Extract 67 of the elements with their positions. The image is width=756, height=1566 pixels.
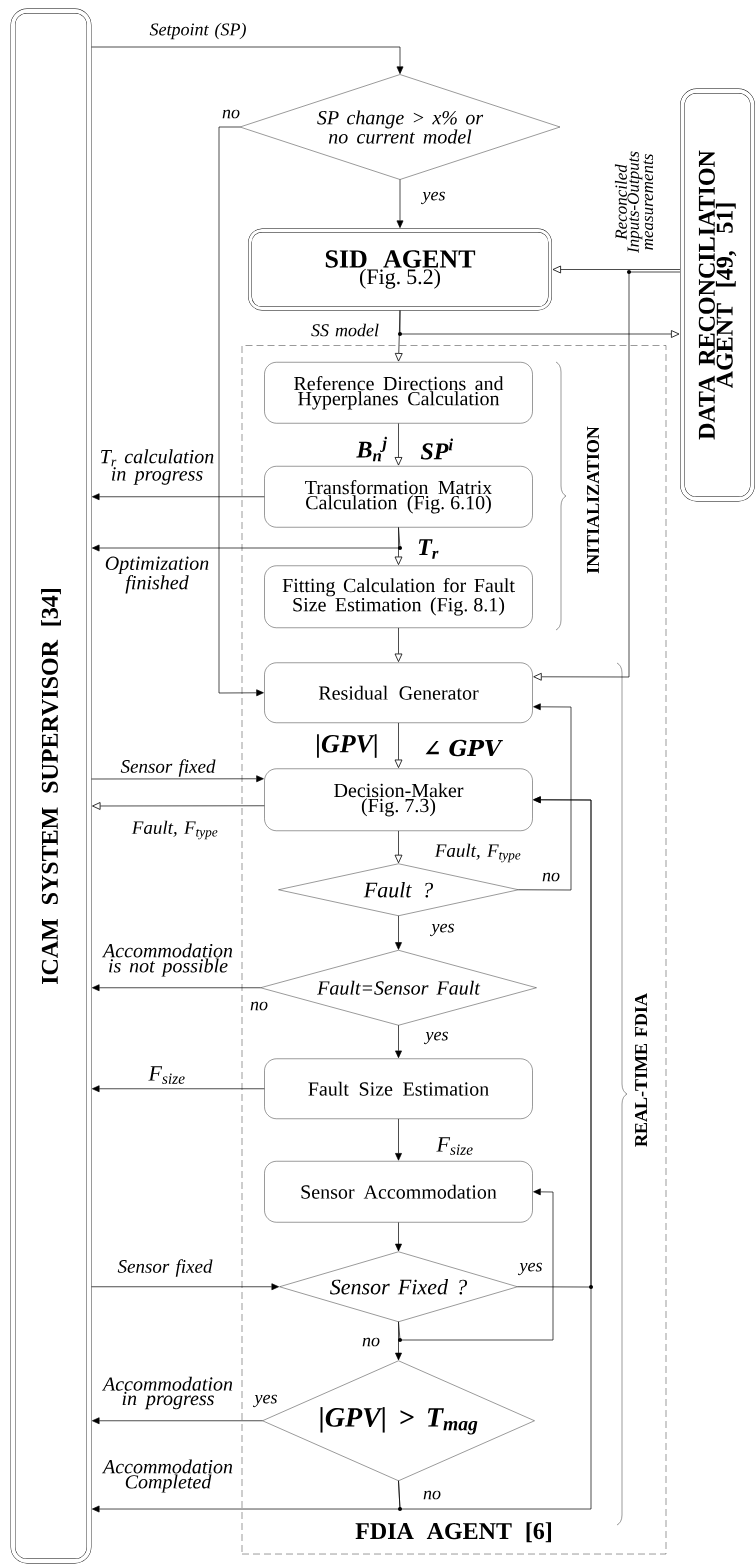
arrow (395, 915, 402, 950)
branch-label: no (423, 1490, 441, 1500)
edge-label: B$_{n}$j (356, 436, 388, 462)
section-label: REAL-TIME FDIA (635, 993, 647, 1147)
edge-label: Fault, F$_{type}$ (434, 843, 521, 863)
arrow (396, 179, 404, 228)
edge-label: Accommodation is not possible (101, 943, 233, 977)
edge-label: Setpoint (SP) (149, 22, 246, 40)
arrow (398, 796, 592, 1510)
edge-label: T$_{r}$ calculation in progress (101, 449, 214, 485)
agent-box: SID AGENT (Fig. 5.2) (248, 228, 552, 311)
arrow (394, 423, 403, 466)
arrow (552, 265, 681, 274)
math-label: SP$^{i}$ (420, 438, 453, 460)
edge-label: Sensor fixed (117, 1259, 213, 1277)
edge-label: yes (430, 923, 454, 937)
arrow (399, 310, 680, 338)
edge-label: Accommodation in progress (101, 1376, 233, 1410)
edge-label: Accommodation Completed (101, 1459, 233, 1493)
edge-label: no (222, 109, 240, 119)
edge-label: F$_{size}$ (148, 1066, 185, 1084)
edge-label: Reconciled Inputs-Outputs measurements (614, 151, 654, 254)
process-box: Sensor Accommodation (264, 1161, 533, 1223)
edge-label: |GPV| (317, 734, 377, 758)
branch-label: no (250, 1001, 268, 1011)
process-box: Fitting Calculation for Fault Size Estimation (Fig. 8.1) (264, 565, 533, 628)
arrow (533, 271, 681, 681)
arrow (92, 1085, 265, 1093)
process-box: Decision-Maker (Fig. 7.3) (264, 768, 533, 831)
process-box: Transformation Matrix Calculation (Fig. 6.10) (264, 466, 533, 528)
process-box: Fault Size Estimation (264, 1058, 533, 1119)
edge-label: Optimization finished (105, 556, 209, 594)
edge-label: SS model (311, 323, 379, 337)
agent-box: DATA RECONCILIATION AGENT [49, 51] (680, 88, 755, 502)
arrow (92, 493, 265, 501)
arrow (395, 1222, 402, 1252)
arrow (91, 775, 264, 783)
arrow (394, 627, 403, 662)
edge-label: no (362, 1337, 380, 1347)
arrow (395, 1024, 402, 1059)
edge-label: T$_{r}$ (418, 539, 439, 559)
arrow (218, 126, 264, 697)
arrow (394, 310, 403, 362)
arrow (91, 1283, 279, 1291)
arrow (92, 802, 265, 810)
edge-label: yes (421, 191, 445, 205)
arrow (395, 1118, 402, 1161)
edge-label: yes (518, 1262, 542, 1276)
edge-label: yes (424, 1031, 448, 1045)
arrow (394, 830, 403, 864)
edge-label: no (542, 872, 560, 882)
arrow (394, 722, 403, 768)
arrow (92, 527, 401, 552)
edge-label: F$_{size}$ (436, 1137, 473, 1155)
arrow (91, 46, 404, 74)
arrow (398, 1188, 554, 1341)
process-box: Reference Directions and Hyperplanes Calculation (264, 362, 533, 424)
arrow (92, 984, 261, 992)
arrow (518, 703, 572, 891)
edge-label: Fault, F$_{type}$ (131, 820, 218, 840)
process-box: Residual Generator (264, 662, 533, 723)
arrow (92, 1417, 263, 1425)
supervisor-box: ICAM SYSTEM SUPERVISOR [34] (10, 8, 92, 1564)
branch-label: yes (253, 1394, 277, 1408)
math-label: ∠ GPV (425, 739, 503, 757)
section-label: INITIALIZATION (586, 426, 600, 574)
edge-label: Sensor fixed (120, 759, 216, 777)
